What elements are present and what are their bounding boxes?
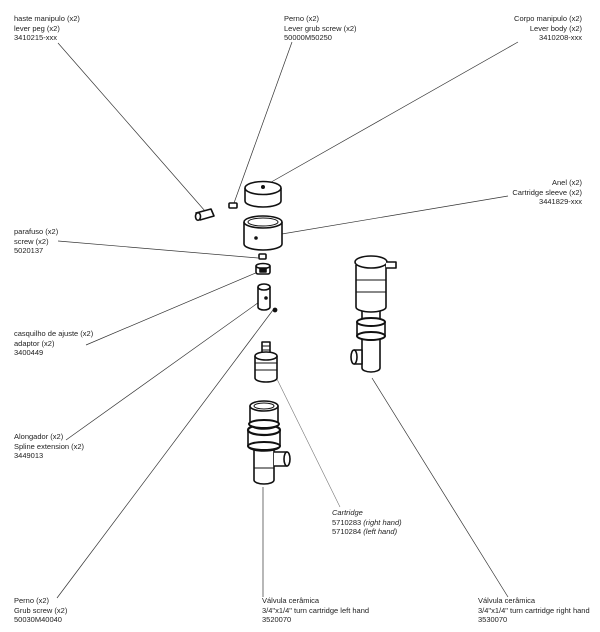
leader-casquilho <box>85 271 259 346</box>
label-perno-bottom: Perno (x2) Grub screw (x2) 50030M40040 <box>14 596 67 625</box>
label-parafuso: parafuso (x2) screw (x2) 5020137 <box>14 227 58 256</box>
leader-lines <box>56 41 519 599</box>
label-valvula-right: Válvula cerâmica 3/4"x1/4" turn cartridg… <box>478 596 590 625</box>
leader-anel <box>257 195 509 239</box>
label-pt: casquilho de ajuste (x2) <box>14 329 94 338</box>
label-haste-manipulo: haste manipulo (x2) lever peg (x2) 34102… <box>14 14 80 43</box>
label-pt: Perno (x2) <box>14 596 50 605</box>
cartridge-left-code: 5710284 <box>332 527 362 537</box>
label-pt: Anel (x2) <box>551 178 582 187</box>
cartridge-title: Cartridge <box>332 508 363 517</box>
cartridge-part <box>254 341 278 383</box>
leader-perno-bottom <box>56 309 274 599</box>
label-valvula-left: Válvula cerâmica 3/4"x1/4" turn cartridg… <box>262 596 369 625</box>
cartridge-left-line: 5710284 (left hand) <box>332 527 402 537</box>
lever-grub-screw-part <box>228 202 238 209</box>
label-en: adaptor (x2) <box>14 338 55 348</box>
leader-valvula-right <box>371 377 509 598</box>
label-pt: parafuso (x2) <box>14 227 59 236</box>
valve-right-part <box>350 255 397 373</box>
label-code: 3441829-xxx <box>539 197 582 207</box>
leader-parafuso <box>57 240 259 259</box>
label-pt: Alongador (x2) <box>14 432 64 441</box>
label-code: 3400449 <box>14 348 44 358</box>
label-code: 5020137 <box>14 246 44 256</box>
leader-alongador <box>65 299 263 441</box>
leader-haste-manipulo <box>57 42 206 212</box>
leader-cartridge <box>271 368 341 508</box>
label-casquilho: casquilho de ajuste (x2) adaptor (x2) 34… <box>14 329 93 358</box>
label-cartridge: Cartridge 5710283 (right hand) 5710284 (… <box>332 508 402 537</box>
label-pt: Válvula cerâmica <box>478 596 536 605</box>
leader-corpo-manipulo <box>265 41 519 186</box>
label-alongador: Alongador (x2) Spline extension (x2) 344… <box>14 432 84 461</box>
adaptor-part <box>255 262 271 275</box>
lever-body-part <box>244 180 282 208</box>
screw-part <box>258 253 267 260</box>
label-en: 3/4"x1/4" turn cartridge right hand <box>478 605 590 615</box>
label-perno-top: Perno (x2) Lever grub screw (x2) 50000M5… <box>284 14 357 43</box>
label-pt: Válvula cerâmica <box>262 596 320 605</box>
label-code: 3410215-xxx <box>14 33 57 43</box>
label-corpo-manipulo: Corpo manipulo (x2) Lever body (x2) 3410… <box>514 14 582 43</box>
cartridge-left-note: (left hand) <box>363 527 398 537</box>
label-pt: haste manipulo (x2) <box>14 14 80 23</box>
lever-peg-part <box>194 208 215 222</box>
label-code: 3530070 <box>478 615 508 625</box>
grub-screw-part <box>272 307 278 313</box>
label-code: 50030M40040 <box>14 615 62 625</box>
label-anel: Anel (x2) Cartridge sleeve (x2) 3441829-… <box>512 178 582 207</box>
label-code: 3410208-xxx <box>539 33 582 43</box>
parts <box>194 180 397 485</box>
label-en: Grub screw (x2) <box>14 605 68 615</box>
label-code: 3449013 <box>14 451 44 461</box>
valve-left-part <box>246 400 291 485</box>
label-en: Spline extension (x2) <box>14 441 85 451</box>
label-code: 50000M50250 <box>284 33 332 43</box>
label-pt: Corpo manipulo (x2) <box>514 14 582 23</box>
label-en: lever peg (x2) <box>14 23 60 33</box>
label-en: Cartridge sleeve (x2) <box>512 187 582 197</box>
label-en: 3/4"x1/4" turn cartridge left hand <box>262 605 370 615</box>
cartridge-sleeve-part <box>243 215 283 251</box>
label-en: screw (x2) <box>14 236 49 246</box>
cartridge-right-note: (right hand) <box>363 517 402 527</box>
label-en: Lever grub screw (x2) <box>284 23 357 33</box>
cartridge-right-code: 5710283 <box>332 517 362 527</box>
leader-perno-top <box>233 41 293 204</box>
cartridge-right-line: 5710283 (right hand) <box>332 518 402 528</box>
label-code: 3520070 <box>262 615 292 625</box>
label-pt: Perno (x2) <box>284 14 320 23</box>
spline-extension-part <box>257 283 271 311</box>
label-en: Lever body (x2) <box>529 23 582 33</box>
